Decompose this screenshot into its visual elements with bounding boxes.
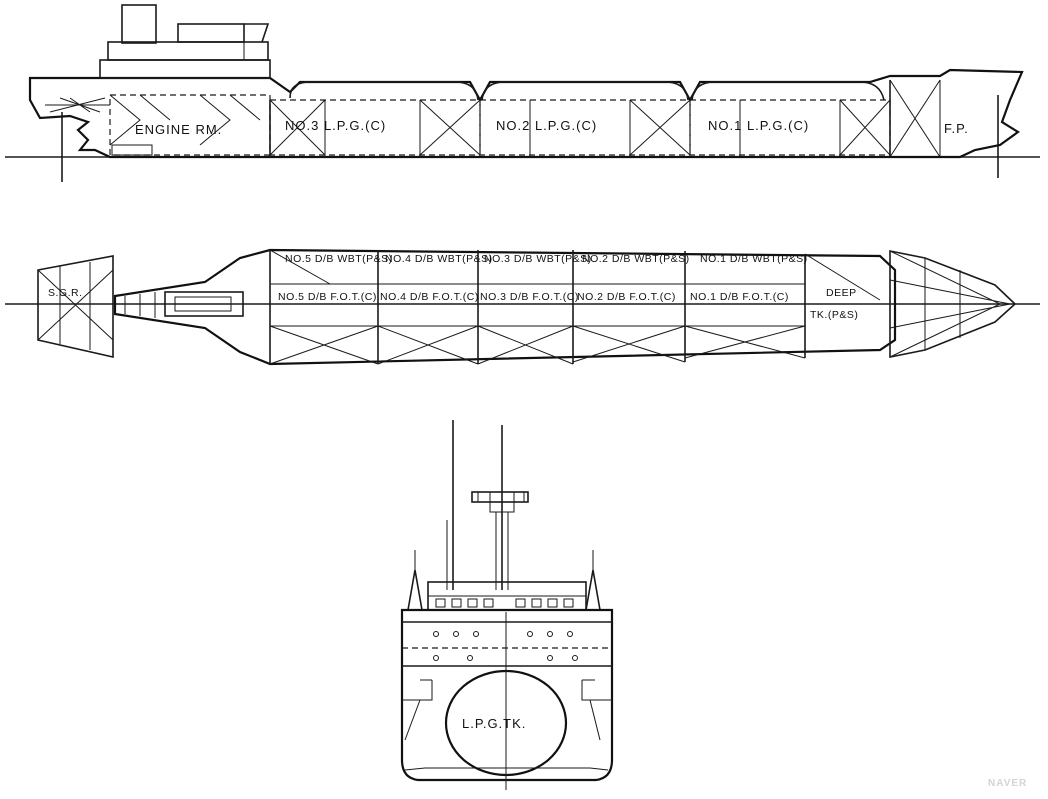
radar-platform — [471, 491, 529, 503]
tank3-label: NO.3 L.P.G.(C) — [285, 118, 386, 133]
watermark: NAVER — [988, 778, 1027, 789]
post-left — [407, 569, 423, 611]
wb-label-4: NO.4 D/B WBT(P&S) — [385, 253, 493, 265]
stern-block — [37, 255, 114, 359]
fot-label-1: NO.1 D/B F.O.T.(C) — [690, 291, 789, 303]
profile-view: ENGINE RM. NO.3 L.P.G.(C) NO.2 L.P.G.(C)… — [5, 4, 1040, 182]
tank-dome-1 — [691, 81, 885, 101]
profile-hull-outline — [28, 68, 1024, 159]
superstructure — [99, 4, 271, 79]
section-hull-outline — [400, 608, 614, 782]
fore-peak-label: F.P. — [944, 121, 969, 136]
deep-tank-side-label: TK.(P&S) — [810, 309, 858, 321]
tank1-label: NO.1 L.P.G.(C) — [708, 118, 809, 133]
fot-label-2: NO.2 D/B F.O.T.(C) — [577, 291, 676, 303]
engine-space-plan — [124, 291, 244, 318]
engine-room-detail — [45, 94, 271, 156]
sgr-label: S.G.R. — [48, 287, 83, 299]
plan-hull-outline — [113, 248, 897, 366]
bow-block — [889, 250, 1017, 358]
wb-label-5: NO.5 D/B WBT(P&S) — [285, 253, 393, 265]
midship-section-view: L.P.G.TK. — [400, 420, 614, 790]
fot-label-5: NO.5 D/B F.O.T.(C) — [278, 291, 377, 303]
tank-dome-3 — [289, 81, 479, 101]
fot-label-3: NO.3 D/B F.O.T.(C) — [480, 291, 579, 303]
plan-tank-grid — [269, 249, 881, 365]
tank2-label: NO.2 L.P.G.(C) — [496, 118, 597, 133]
portholes — [433, 631, 578, 661]
deckhouse-windows — [435, 598, 574, 608]
engine-room-label: ENGINE RM. — [135, 122, 222, 137]
lpg-tank-label: L.P.G.TK. — [462, 716, 526, 731]
wb-label-3: NO.3 D/B WBT(P&S) — [484, 253, 592, 265]
fot-label-4: NO.4 D/B F.O.T.(C) — [380, 291, 479, 303]
tank-dome-2 — [481, 81, 689, 101]
post-right — [585, 569, 601, 611]
wb-label-1: NO.1 D/B WBT(P&S) — [700, 253, 808, 265]
plan-view: S.G.R. NO.5 D/B WBT(P&S) NO.4 D/B WBT(P&… — [5, 248, 1040, 366]
wb-label-2: NO.2 D/B WBT(P&S) — [582, 253, 690, 265]
deep-tank-label: DEEP — [826, 287, 857, 299]
